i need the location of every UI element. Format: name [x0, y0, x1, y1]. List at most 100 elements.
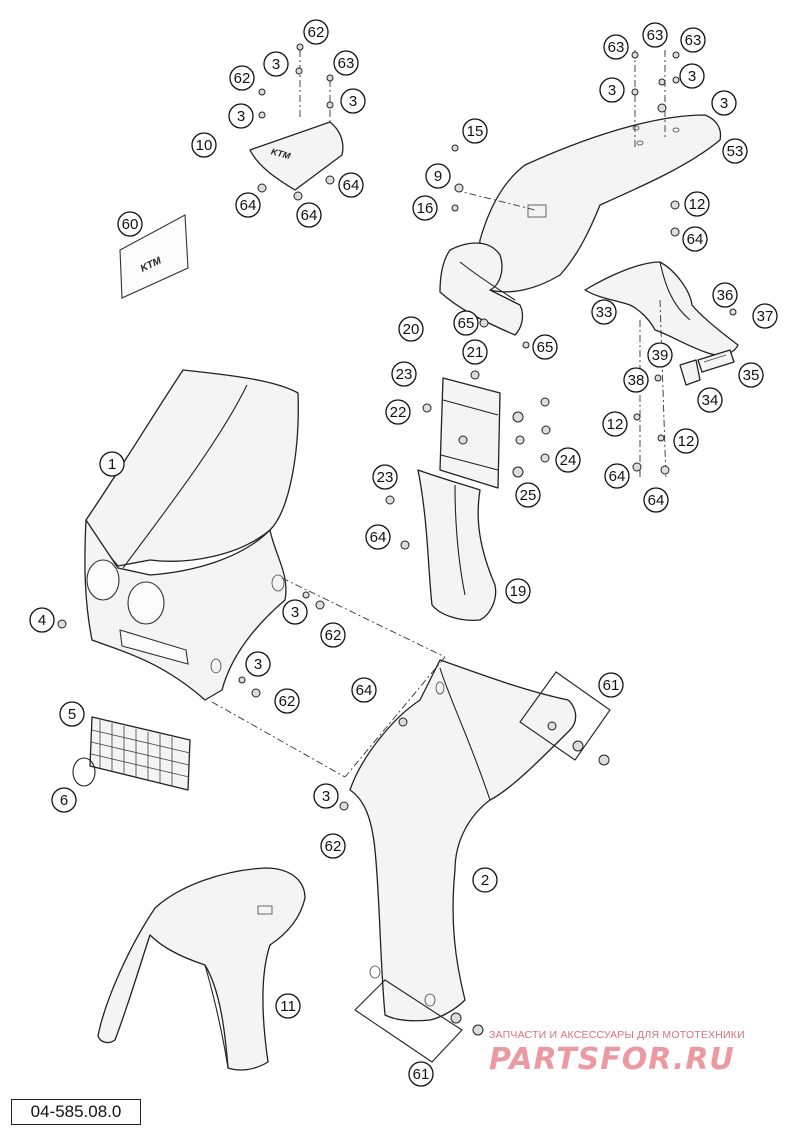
callout-label: 22: [390, 404, 407, 421]
part-side-panel: [349, 659, 577, 1022]
callout-label: 3: [272, 56, 280, 73]
callout-label: 53: [727, 143, 744, 160]
callout-label: 3: [720, 95, 728, 112]
callout-label: 64: [343, 177, 360, 194]
callout-3: 3: [282, 599, 308, 625]
callout-3: 3: [340, 88, 366, 114]
callout-label: 3: [254, 656, 262, 673]
part-license-bracket: [439, 377, 501, 489]
leader-lines: [211, 50, 667, 1063]
callout-label: 61: [413, 1066, 430, 1083]
callout-62: 62: [303, 19, 329, 45]
part-tail-light: [697, 349, 735, 373]
callout-39: 39: [647, 342, 673, 368]
watermark-tagline: ЗАПЧАСТИ И АКСЕССУАРЫ ДЛЯ МОТОТЕХНИКИ: [489, 1029, 745, 1041]
callout-label: 62: [234, 70, 251, 87]
callout-label: 12: [678, 433, 695, 450]
callout-3: 3: [228, 103, 254, 129]
callout-63: 63: [603, 34, 629, 60]
callout-label: 3: [349, 93, 357, 110]
callout-label: 63: [647, 27, 664, 44]
callout-label: 20: [403, 321, 420, 338]
callout-label: 65: [458, 315, 475, 332]
callout-34: 34: [697, 387, 723, 413]
callout-63: 63: [642, 22, 668, 48]
callout-23: 23: [391, 361, 417, 387]
part-rear-fender: [439, 114, 722, 336]
callout-12: 12: [684, 191, 710, 217]
callout-1: 1: [99, 451, 125, 477]
callout-65: 65: [532, 334, 558, 360]
callout-62: 62: [320, 622, 346, 648]
svg-text:KTM: KTM: [270, 146, 292, 161]
hardware-items: [57, 43, 737, 1036]
callout-61: 61: [408, 1061, 434, 1087]
callout-label: 9: [434, 168, 442, 185]
callout-label: 3: [291, 604, 299, 621]
callout-62: 62: [274, 688, 300, 714]
part-decal: KTM: [119, 214, 189, 299]
callout-label: 3: [322, 788, 330, 805]
callout-16: 16: [412, 195, 438, 221]
callout-3: 3: [245, 651, 271, 677]
callout-3: 3: [711, 90, 737, 116]
callout-label: 64: [648, 492, 665, 509]
callout-12: 12: [602, 411, 628, 437]
callout-6: 6: [51, 787, 77, 813]
callout-19: 19: [505, 578, 531, 604]
callout-label: 64: [687, 231, 704, 248]
callout-65: 65: [453, 310, 479, 336]
callout-label: 62: [279, 693, 296, 710]
part-headlight-fairing: [84, 369, 299, 701]
callout-53: 53: [722, 138, 748, 164]
callout-label: 63: [338, 55, 355, 72]
document-number: 04-585.08.0: [11, 1099, 141, 1125]
callout-64: 64: [296, 202, 322, 228]
callout-60: 60: [117, 211, 143, 237]
callout-64: 64: [338, 172, 364, 198]
callout-label: 21: [467, 344, 484, 361]
callout-label: 16: [417, 200, 434, 217]
part-front-fender: [97, 867, 306, 1071]
callout-label: 19: [510, 583, 527, 600]
callout-label: 11: [280, 998, 296, 1015]
callout-25: 25: [515, 482, 541, 508]
part-light-bracket: [679, 359, 701, 386]
callout-64: 64: [365, 524, 391, 550]
callout-label: 64: [609, 468, 626, 485]
callout-label: 63: [608, 39, 625, 56]
callout-9: 9: [425, 163, 451, 189]
callout-64: 64: [235, 192, 261, 218]
callout-label: 33: [596, 304, 613, 321]
callout-label: 4: [38, 612, 46, 629]
callout-5: 5: [59, 701, 85, 727]
callout-label: 10: [196, 137, 213, 154]
callout-label: 64: [301, 207, 318, 224]
callout-2: 2: [472, 867, 498, 893]
callout-36: 36: [712, 282, 738, 308]
callout-label: 61: [603, 677, 620, 694]
callout-62: 62: [229, 65, 255, 91]
callout-3: 3: [599, 77, 625, 103]
callout-label: 12: [689, 196, 706, 213]
part-o-ring: [72, 757, 96, 787]
callout-62: 62: [320, 833, 346, 859]
callout-label: 63: [685, 32, 702, 49]
callout-label: 3: [688, 68, 696, 85]
callout-label: 64: [240, 197, 257, 214]
callout-label: 64: [370, 529, 387, 546]
callout-33: 33: [591, 299, 617, 325]
callout-label: 3: [608, 82, 616, 99]
callout-12: 12: [673, 428, 699, 454]
callout-64: 64: [604, 463, 630, 489]
callout-label: 23: [377, 469, 394, 486]
callout-label: 25: [520, 487, 537, 504]
callout-label: 34: [702, 392, 719, 409]
callout-3: 3: [263, 51, 289, 77]
callout-24: 24: [555, 447, 581, 473]
callout-63: 63: [680, 27, 706, 53]
callout-label: 60: [122, 216, 139, 233]
callout-label: 15: [467, 123, 484, 140]
callout-label: 24: [560, 452, 577, 469]
callout-64: 64: [351, 677, 377, 703]
